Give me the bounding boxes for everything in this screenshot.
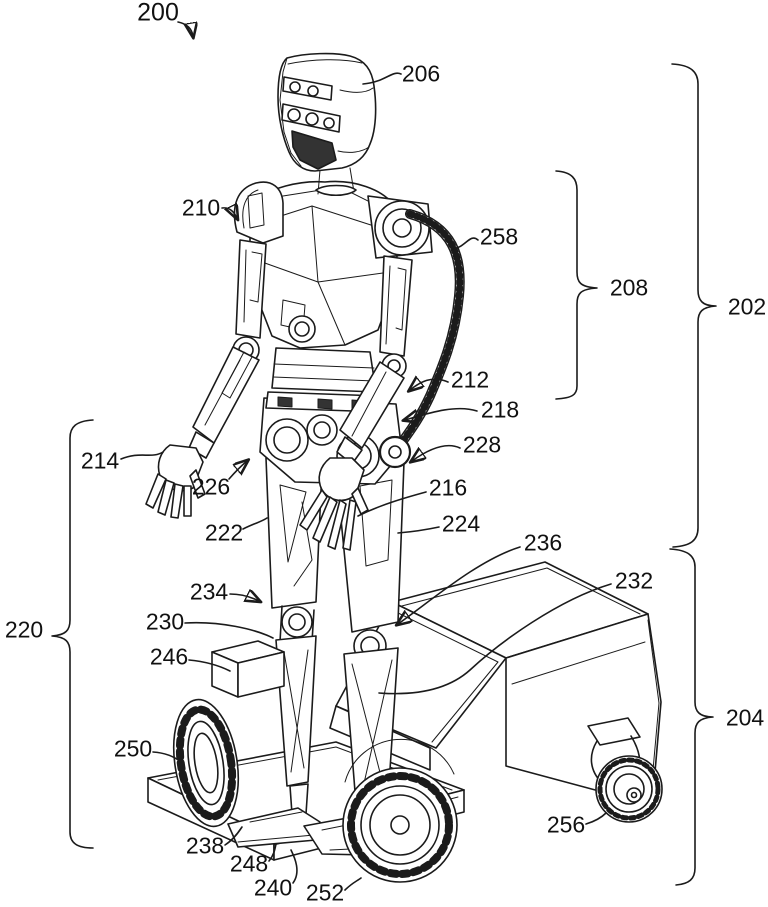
ref-218: 218	[480, 396, 520, 423]
ref-250: 250	[113, 735, 153, 762]
ref-206: 206	[401, 60, 441, 87]
ref-216: 216	[428, 474, 468, 501]
front-box	[211, 640, 285, 698]
ref-256: 256	[546, 811, 586, 838]
leader-226	[228, 461, 247, 480]
leader-228	[412, 444, 461, 461]
bracket-202	[671, 63, 717, 548]
leader-252	[344, 877, 362, 891]
left-arm	[145, 181, 284, 519]
ref-236: 236	[523, 529, 563, 556]
ref-258: 258	[479, 223, 519, 250]
leader-248	[268, 843, 277, 862]
leader-246	[188, 659, 231, 672]
leader-238	[224, 826, 243, 846]
ref-238: 238	[185, 832, 225, 859]
left-leg	[227, 457, 323, 848]
ref-228: 228	[462, 431, 502, 458]
ref-246: 246	[149, 643, 189, 670]
leader-210	[221, 208, 237, 218]
leader-240	[290, 849, 298, 884]
ref-226: 226	[191, 473, 231, 500]
bracket-208	[555, 170, 598, 400]
leader-206	[362, 72, 402, 85]
ref-204: 204	[725, 704, 765, 731]
ref-230: 230	[145, 608, 185, 635]
ref-208: 208	[609, 274, 649, 301]
ref-200: 200	[137, 0, 179, 27]
leader-212	[410, 379, 449, 390]
caster-wheel	[587, 717, 663, 823]
leader-230	[184, 621, 274, 639]
front-wheel	[342, 738, 458, 883]
leader-250	[152, 751, 182, 763]
brackets	[51, 63, 717, 886]
leader-200	[177, 21, 193, 36]
ref-210: 210	[181, 194, 221, 221]
ref-224: 224	[441, 510, 481, 537]
leader-218	[405, 407, 478, 420]
ref-202: 202	[727, 293, 767, 320]
ref-234: 234	[189, 578, 229, 605]
torso	[249, 180, 400, 413]
ref-240: 240	[253, 874, 293, 901]
ref-248: 248	[229, 850, 269, 877]
leader-222	[242, 517, 268, 530]
bracket-220	[51, 419, 94, 849]
bracket-204	[669, 548, 714, 886]
leader-236	[398, 546, 521, 624]
head	[277, 52, 377, 197]
leader-lines	[120, 21, 612, 891]
left-wheel	[172, 698, 240, 828]
leader-258	[452, 237, 479, 250]
leader-216	[357, 491, 427, 517]
leader-232	[378, 583, 612, 695]
leader-234	[229, 594, 259, 601]
leader-214	[120, 451, 164, 460]
ref-252: 252	[305, 879, 345, 906]
ref-214: 214	[80, 447, 120, 474]
leader-256	[585, 812, 607, 825]
ref-212: 212	[450, 366, 490, 393]
leader-224	[397, 526, 440, 534]
ref-220: 220	[4, 616, 44, 643]
ref-232: 232	[614, 567, 654, 594]
ref-222: 222	[204, 519, 244, 546]
